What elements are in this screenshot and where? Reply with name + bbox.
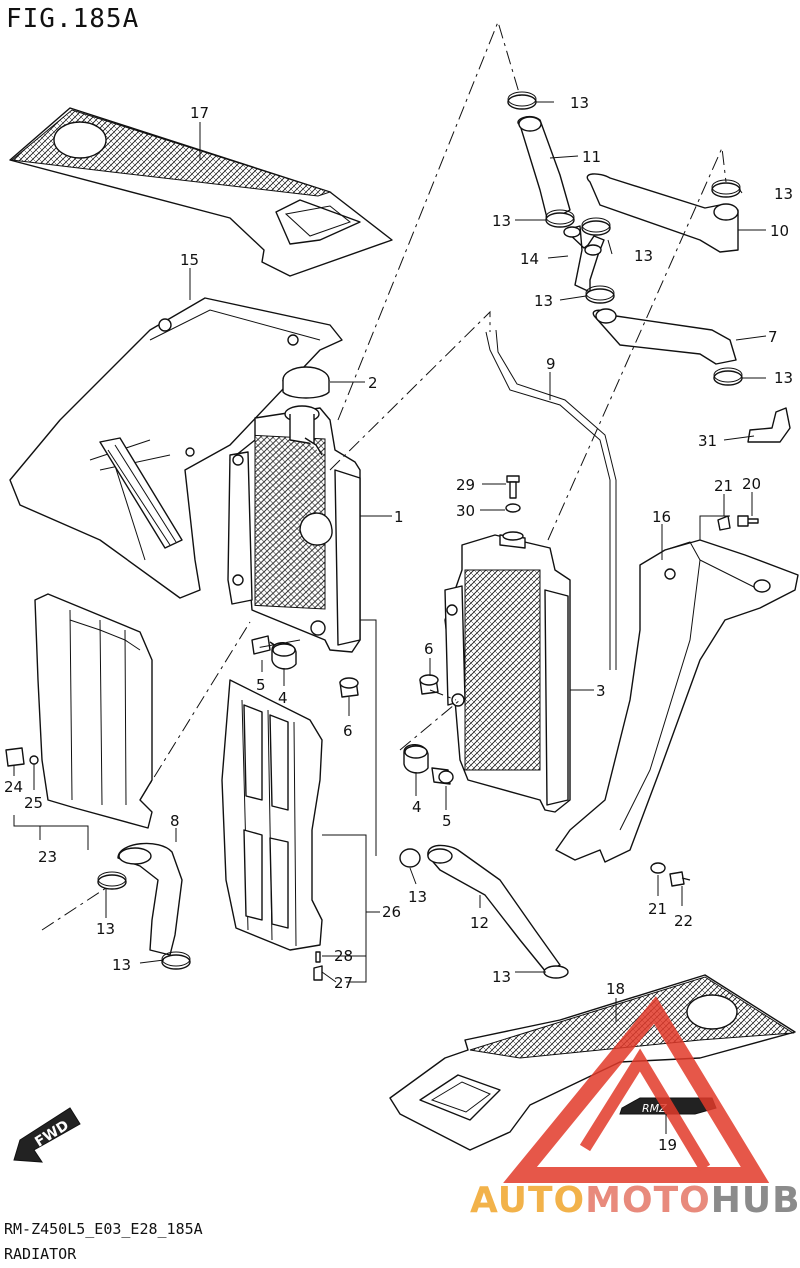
shroud-right <box>555 539 799 863</box>
callout-21-upper: 21 <box>714 477 733 495</box>
overflow-hose <box>485 329 617 670</box>
shroud-decal-right <box>389 974 796 1151</box>
callout-19: 19 <box>658 1136 677 1154</box>
radiator-right <box>444 531 571 813</box>
callout-25: 25 <box>24 794 43 812</box>
figure-name: RADIATOR <box>4 1245 77 1263</box>
callout-29: 29 <box>456 476 475 494</box>
hose-group-lower <box>117 842 561 973</box>
callout-22: 22 <box>674 912 693 930</box>
callout-13-f: 13 <box>634 247 653 265</box>
callout-13-c: 13 <box>570 94 589 112</box>
callout-12: 12 <box>470 914 489 932</box>
callout-28: 28 <box>334 947 353 965</box>
callout-26: 26 <box>382 903 401 921</box>
radiator-guard-right <box>221 679 323 951</box>
callout-1: 1 <box>394 508 404 526</box>
callout-13-e: 13 <box>492 212 511 230</box>
callout-4-right: 4 <box>412 798 422 816</box>
callout-20: 20 <box>742 475 761 493</box>
callout-27: 27 <box>334 974 353 992</box>
watermark-auto: AUTO <box>470 1180 586 1221</box>
figure-code: RM-Z450L5_E03_E28_185A <box>4 1220 203 1238</box>
callout-15: 15 <box>180 251 199 269</box>
callout-6-left: 6 <box>343 722 353 740</box>
callout-10: 10 <box>770 222 789 240</box>
callout-13-d: 13 <box>774 185 793 203</box>
callout-8: 8 <box>170 812 180 830</box>
callout-13-b: 13 <box>112 956 131 974</box>
callout-7: 7 <box>768 328 778 346</box>
watermark-logo <box>503 996 770 1183</box>
watermark-text: AUTOMOTOHUB <box>470 1180 800 1221</box>
hose-group-upper <box>517 116 739 365</box>
shroud-decal-left <box>9 107 393 277</box>
callout-numbers: 17 15 2 1 5 4 6 24 25 23 8 13 13 26 28 2… <box>4 94 793 1154</box>
callout-14: 14 <box>520 250 539 268</box>
callout-24: 24 <box>4 778 23 796</box>
callout-3: 3 <box>596 682 606 700</box>
watermark-moto: MOTO <box>585 1180 711 1221</box>
callout-11: 11 <box>582 148 601 166</box>
callout-5-left: 5 <box>256 676 266 694</box>
callout-31: 31 <box>698 432 717 450</box>
callout-21-lower: 21 <box>648 900 667 918</box>
assembly-lines <box>41 20 727 931</box>
radiator-guard-left <box>34 593 153 829</box>
callout-23: 23 <box>38 848 57 866</box>
callout-30: 30 <box>456 502 475 520</box>
callout-9: 9 <box>546 355 556 373</box>
fasteners <box>5 407 791 981</box>
callout-13-g: 13 <box>534 292 553 310</box>
callout-13-j: 13 <box>408 888 427 906</box>
radiator-cap <box>282 366 330 399</box>
fwd-arrow-badge: FWD <box>13 1107 81 1163</box>
callout-13-k: 13 <box>492 968 511 986</box>
figure-title: FIG.185A <box>6 4 140 34</box>
hose-clamps <box>97 91 743 979</box>
callout-4-left: 4 <box>278 689 288 707</box>
callout-16: 16 <box>652 508 671 526</box>
callout-2: 2 <box>368 374 378 392</box>
callout-18: 18 <box>606 980 625 998</box>
leader-lines <box>13 101 767 1134</box>
watermark-hub: HUB <box>710 1180 800 1221</box>
callout-6-right: 6 <box>424 640 434 658</box>
shroud-left <box>9 297 343 599</box>
callout-13-h: 13 <box>774 369 793 387</box>
callout-17: 17 <box>190 104 209 122</box>
callout-13-a: 13 <box>96 920 115 938</box>
radiator-left <box>227 405 361 653</box>
callout-5-right: 5 <box>442 812 452 830</box>
